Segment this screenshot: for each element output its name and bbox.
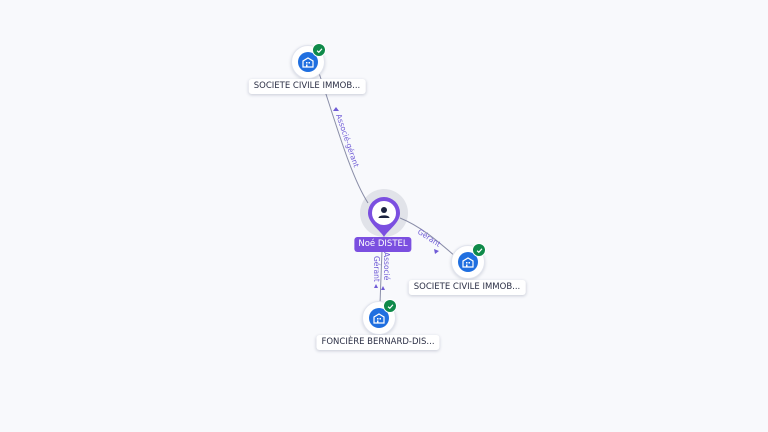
company-label-1[interactable]: SOCIETE CIVILE IMMOB... [248,79,366,94]
company-node-1[interactable] [291,43,326,79]
edge-label-gerant-c2: Gérant [416,227,443,249]
edge-arrow [333,107,339,111]
company-node-2[interactable] [451,243,486,279]
edge-arrow [374,284,378,288]
edge-arrow [434,249,439,254]
building-icon [298,52,318,72]
edge-label-associe-gerant: Associé-gérant [334,113,361,169]
person-icon [378,207,390,218]
person-label[interactable]: Noé DISTEL [354,237,412,252]
company-label-3[interactable]: FONCIÈRE BERNARD-DIS... [316,335,440,350]
edge-label-associe-c3: Associé [382,252,391,281]
person-pin[interactable] [366,195,402,239]
check-icon [472,243,486,257]
company-node-3[interactable] [362,299,397,335]
building-icon [369,308,389,328]
edge-label-gerant-c3: Gérant [372,256,381,282]
check-icon [312,43,326,57]
building-icon [458,252,478,272]
check-icon [383,299,397,313]
company-label-2[interactable]: SOCIETE CIVILE IMMOB... [408,280,526,295]
edge-arrow [381,286,385,290]
edge-gerant-associe-c3 [379,249,383,305]
